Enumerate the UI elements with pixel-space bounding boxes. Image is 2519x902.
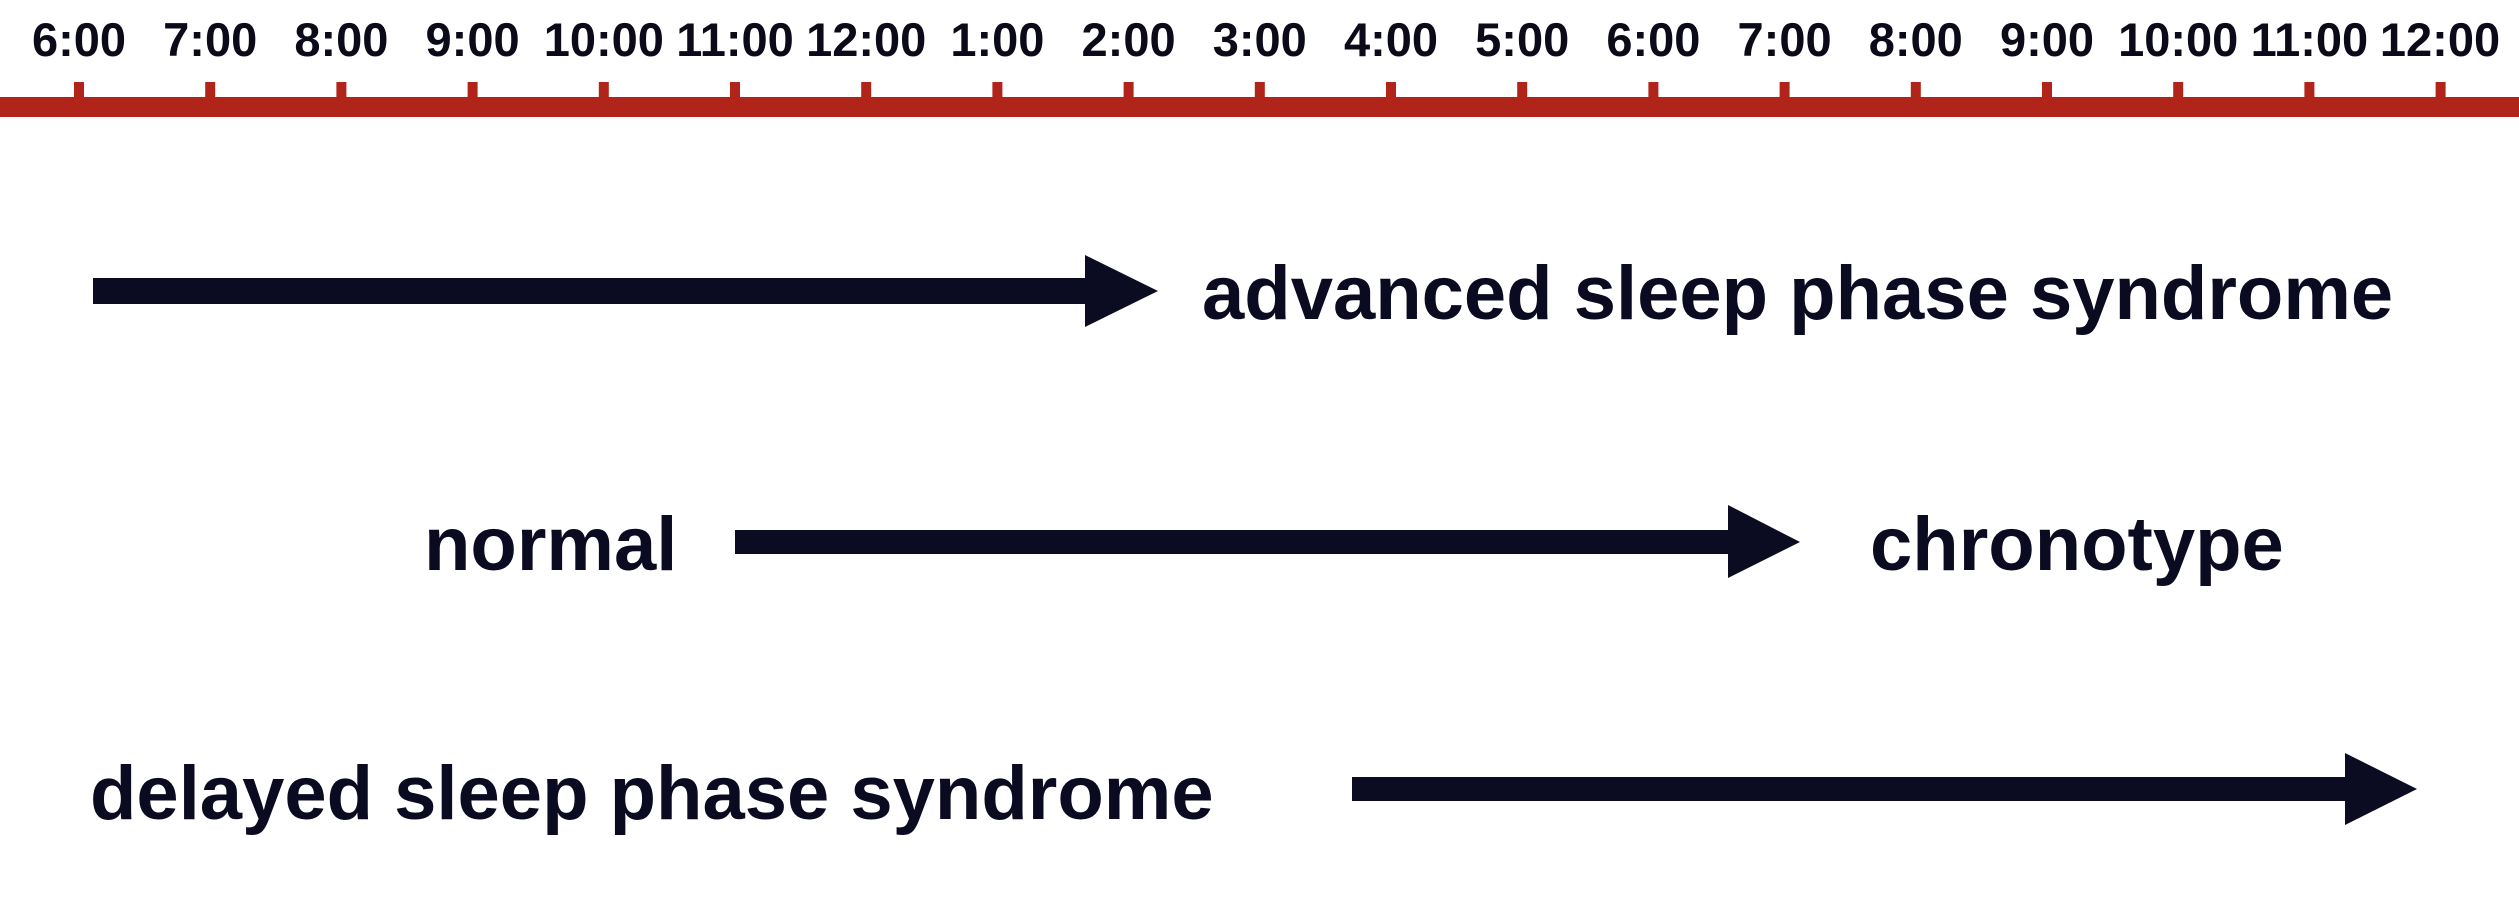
chronotype-label: chronotype: [1870, 502, 2284, 587]
row-normal: normal chronotype: [424, 502, 2284, 587]
timeline-tick: [992, 82, 1003, 102]
timeline-tick: [1910, 82, 1921, 102]
timeline-tick: [2042, 82, 2052, 102]
advanced-label: advanced sleep phase syndrome: [1202, 251, 2393, 336]
timeline-tick-label: 6:00: [32, 13, 126, 66]
timeline-tick: [2435, 82, 2446, 102]
timeline-tick: [1517, 82, 1528, 102]
row-delayed: delayed sleep phase syndrome: [90, 751, 2417, 836]
timeline-tick: [1779, 82, 1790, 102]
timeline-tick: [730, 82, 740, 102]
timeline-tick-label: 10:00: [544, 13, 664, 66]
timeline-tick-label: 8:00: [1869, 13, 1963, 66]
timeline-tick-label: 11:00: [2251, 13, 2369, 66]
timeline-ticks: [74, 82, 2446, 102]
timeline-tick-label: 7:00: [163, 13, 257, 66]
row-advanced: advanced sleep phase syndrome: [93, 251, 2393, 336]
delayed-arrow: [1352, 753, 2417, 825]
normal-label: normal: [424, 502, 677, 587]
timeline-tick-label: 3:00: [1213, 13, 1307, 66]
timeline-tick: [1123, 82, 1134, 102]
timeline-tick: [205, 82, 216, 102]
normal-arrow: [735, 505, 1800, 578]
timeline-tick: [336, 82, 347, 102]
timeline-tick-label: 12:00: [2380, 13, 2500, 66]
advanced-arrow: [93, 255, 1158, 327]
timeline-tick: [1648, 82, 1659, 102]
timeline-axis-line: [0, 97, 2519, 117]
timeline-tick-label: 12:00: [806, 13, 926, 66]
timeline-tick-label: 1:00: [950, 13, 1044, 66]
timeline-tick-label: 7:00: [1738, 13, 1832, 66]
timeline-tick-label: 9:00: [2000, 13, 2094, 66]
timeline-tick: [1386, 82, 1396, 102]
timeline-tick-label: 2:00: [1082, 13, 1176, 66]
timeline-tick-label: 8:00: [294, 13, 388, 66]
timeline-tick-label: 4:00: [1344, 13, 1438, 66]
timeline-tick: [598, 82, 609, 102]
timeline-tick-label: 6:00: [1606, 13, 1700, 66]
delayed-label: delayed sleep phase syndrome: [90, 751, 1214, 836]
timeline-tick: [467, 82, 478, 102]
timeline-tick: [861, 82, 872, 102]
timeline-tick: [2173, 82, 2184, 102]
timeline-tick-label: 11:00: [676, 13, 794, 66]
timeline-tick: [1254, 82, 1265, 102]
timeline-tick-label: 10:00: [2118, 13, 2238, 66]
timeline-tick-label: 9:00: [426, 13, 520, 66]
timeline-tick: [74, 82, 84, 102]
timeline-tick-label: 5:00: [1475, 13, 1569, 66]
timeline-tick: [2304, 82, 2315, 102]
